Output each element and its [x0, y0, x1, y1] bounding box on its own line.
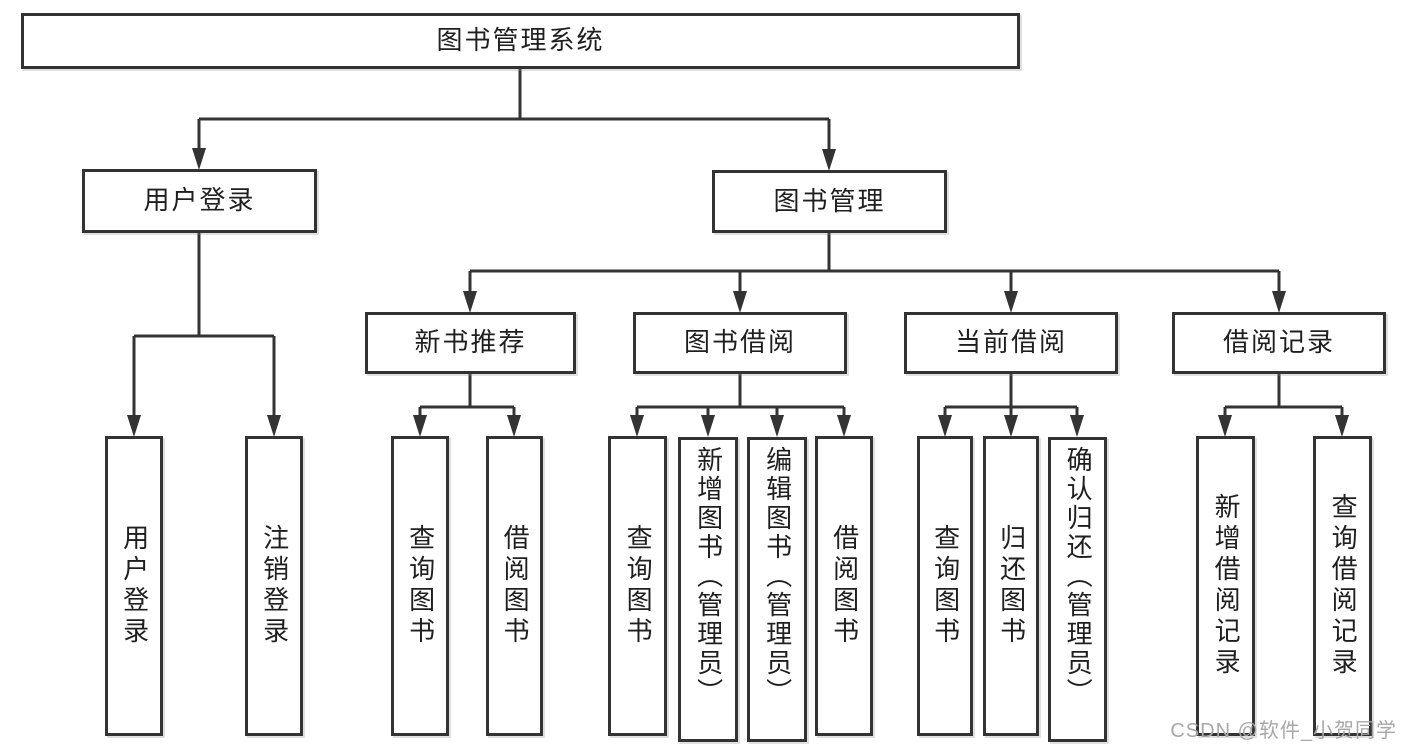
leaf-query-books-borrowing: 查询图书: [608, 436, 667, 736]
node-new-book-recommendation: 新书推荐: [365, 312, 576, 374]
node-borrow-records: 借阅记录: [1172, 312, 1386, 374]
leaf-query-borrow-record: 查询借阅记录: [1313, 436, 1372, 736]
connector-borrow-records: [1223, 374, 1344, 417]
connector-user-login: [132, 233, 276, 417]
node-book-borrowing: 图书借阅: [633, 312, 847, 374]
leaf-user-login: 用户登录: [105, 436, 163, 736]
leaf-return-books: 归还图书: [983, 436, 1039, 736]
connector-new-book: [418, 374, 516, 417]
node-book-management: 图书管理: [712, 170, 947, 233]
leaf-add-book-admin: 新增图书（管理员）: [678, 437, 738, 742]
leaf-logout: 注销登录: [245, 436, 303, 736]
leaf-borrow-books-borrowing: 借阅图书: [815, 436, 873, 736]
connector-current-borrowing: [943, 374, 1079, 417]
leaf-query-books-recommend: 查询图书: [391, 436, 449, 736]
connector-root: [197, 69, 831, 151]
csdn-watermark: CSDN @软件_小贺同学: [1170, 720, 1397, 742]
arrowheads: [127, 148, 1349, 437]
leaf-borrow-books-recommend: 借阅图书: [486, 436, 543, 736]
node-current-borrowing: 当前借阅: [904, 312, 1118, 374]
connector-book-borrowing: [635, 374, 846, 417]
leaf-add-borrow-record: 新增借阅记录: [1196, 436, 1255, 736]
leaf-query-books-current: 查询图书: [917, 436, 973, 736]
node-user-login: 用户登录: [82, 169, 317, 233]
connector-book-management: [468, 233, 1281, 293]
leaf-edit-book-admin: 编辑图书（管理员）: [747, 437, 807, 742]
leaf-confirm-return-admin: 确认归还（管理员）: [1048, 437, 1107, 742]
node-root-system: 图书管理系统: [21, 13, 1020, 69]
